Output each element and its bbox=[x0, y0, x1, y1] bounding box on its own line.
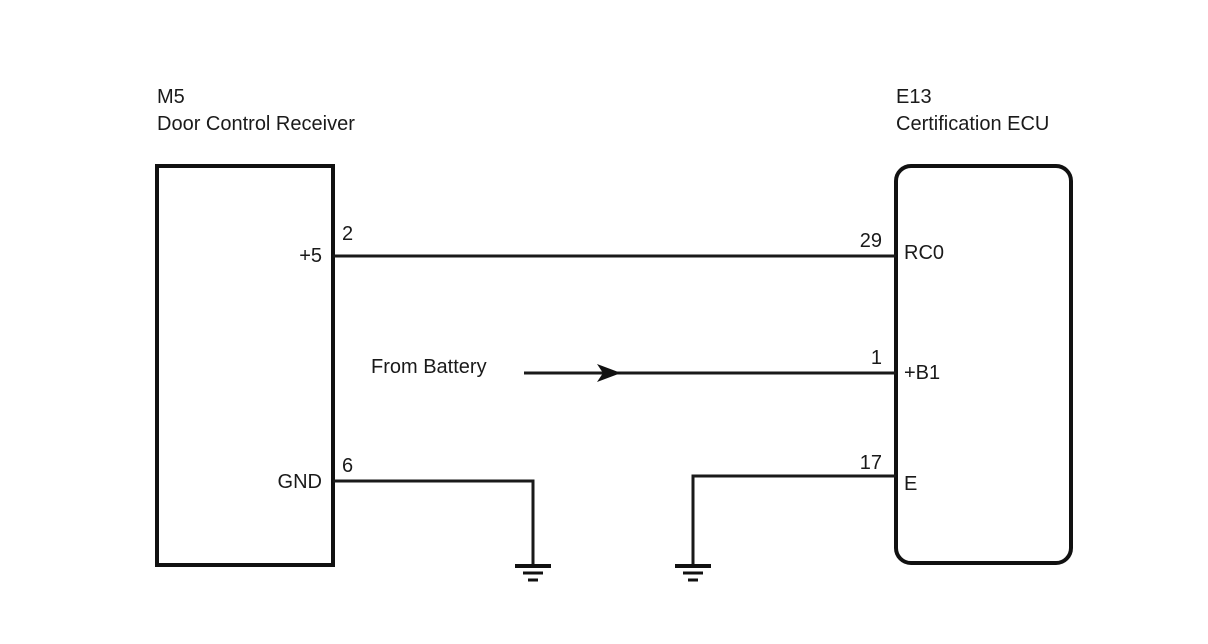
pin-label-plus5: +5 bbox=[299, 245, 322, 267]
m5-name-label: Door Control Receiver bbox=[157, 113, 355, 135]
door-control-receiver-box bbox=[155, 164, 335, 567]
ground-icon bbox=[515, 564, 551, 582]
pin-number-6: 6 bbox=[342, 455, 353, 477]
pin-label-gnd: GND bbox=[278, 471, 322, 493]
e13-name-label: Certification ECU bbox=[896, 113, 1049, 135]
wire-e-to-ground bbox=[691, 474, 896, 565]
arrow-right-icon bbox=[597, 364, 621, 382]
m5-code-label: M5 bbox=[157, 86, 185, 108]
ground-icon bbox=[675, 564, 711, 582]
from-battery-label: From Battery bbox=[371, 356, 487, 378]
pin-number-29: 29 bbox=[860, 230, 882, 252]
e13-code-label: E13 bbox=[896, 86, 932, 108]
wire-gnd-to-ground bbox=[333, 479, 535, 565]
pin-number-17: 17 bbox=[860, 452, 882, 474]
pin-label-e: E bbox=[904, 473, 917, 495]
pin-number-2: 2 bbox=[342, 223, 353, 245]
pin-label-rc0: RC0 bbox=[904, 242, 944, 264]
certification-ecu-box bbox=[894, 164, 1073, 565]
pin-label-b1: +B1 bbox=[904, 362, 940, 384]
pin-number-1: 1 bbox=[871, 347, 882, 369]
